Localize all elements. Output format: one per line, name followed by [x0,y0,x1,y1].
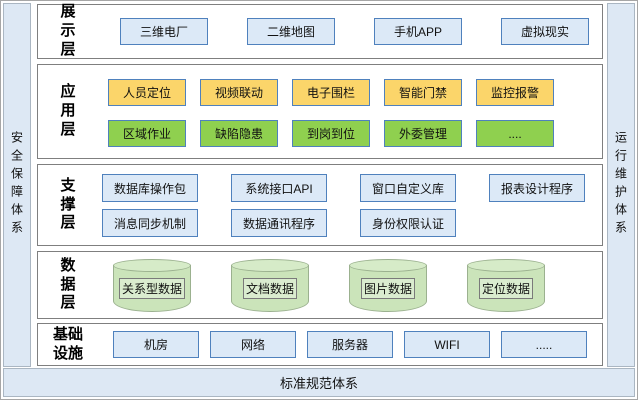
module-box: 虚拟现实 [501,18,589,45]
module-row: 区域作业缺陷隐患到岗到位外委管理.... [108,120,602,147]
module-box: 外委管理 [384,120,462,147]
module-box: 数据通讯程序 [231,209,327,237]
database-cylinder: 关系型数据 [113,259,191,312]
database-cylinder: 图片数据 [349,259,427,312]
right-pillar-operations-system: 运行维护体系 [607,3,635,367]
module-box: 消息同步机制 [102,209,198,237]
layer-label-support: 支 撑 层 [60,176,76,232]
layer-content-application: 人员定位视频联动电子围栏智能门禁监控报警区域作业缺陷隐患到岗到位外委管理.... [98,65,602,158]
bottom-bar-standards-system: 标准规范体系 [3,368,635,397]
layer-content-data: 关系型数据 文档数据 图片数据 定位数据 [98,252,602,318]
left-pillar-label: 安全保障体系 [9,131,24,239]
module-box: 服务器 [307,331,393,358]
module-box: ..... [501,331,587,358]
module-box: 报表设计程序 [489,174,585,202]
layer-content-presentation: 三维电厂 二维地图 手机APP 虚拟现实 [98,5,602,58]
layer-label-application: 应 用 层 [60,83,76,138]
bottom-bar-label: 标准规范体系 [279,376,358,391]
layer-panel-support: 支 撑 层 数据库操作包 系统接口API 窗口自定义库 报表设计程序消息同步机制 数据通… [37,164,603,246]
module-box: 机房 [113,331,199,358]
module-box: 监控报警 [476,79,554,106]
database-cylinder: 定位数据 [467,259,545,312]
module-box: 数据库操作包 [102,174,198,202]
module-row: 机房网络服务器 WIFI..... [113,331,602,358]
module-box: 缺陷隐患 [200,120,278,147]
module-box: 视频联动 [200,79,278,106]
module-box: 手机APP [374,18,462,45]
layer-content-infrastructure: 机房网络服务器 WIFI..... [98,324,602,365]
cylinder-label: 图片数据 [360,278,415,299]
layer-panel-application: 应 用 层 人员定位视频联动电子围栏智能门禁监控报警区域作业缺陷隐患到岗到位外委… [37,64,603,159]
module-box: 电子围栏 [292,79,370,106]
module-box: 网络 [210,331,296,358]
module-row: 关系型数据 文档数据 图片数据 定位数据 [113,259,602,312]
module-row: 消息同步机制 数据通讯程序 身份权限认证 [102,209,602,237]
module-box: 到岗到位 [292,120,370,147]
database-cylinder: 文档数据 [231,259,309,312]
cylinder-label: 关系型数据 [118,278,185,299]
module-box: 窗口自定义库 [360,174,456,202]
module-row: 人员定位视频联动电子围栏智能门禁监控报警 [108,79,602,106]
cylinder-label: 文档数据 [242,278,297,299]
module-row: 数据库操作包 系统接口API 窗口自定义库 报表设计程序 [102,174,602,202]
module-box: 系统接口API [231,174,327,202]
left-pillar-security-system: 安全保障体系 [3,3,31,367]
module-box: WIFI [404,331,490,358]
layer-content-support: 数据库操作包 系统接口API 窗口自定义库 报表设计程序消息同步机制 数据通讯程序 身份权… [98,165,602,245]
module-box: 智能门禁 [384,79,462,106]
module-box: 人员定位 [108,79,186,106]
layer-panel-infrastructure: 基础 设施 机房网络服务器 WIFI..... [37,323,603,366]
cylinder-label: 定位数据 [478,278,533,299]
module-box: 区域作业 [108,120,186,147]
layer-label-infrastructure: 基础 设施 [52,325,83,362]
layer-panel-presentation: 展 示 层 三维电厂 二维地图 手机APP 虚拟现实 [37,3,603,59]
module-box: 身份权限认证 [360,209,456,237]
layer-label-data: 数 据 层 [60,256,76,312]
right-pillar-label: 运行维护体系 [613,131,628,239]
module-box: 二维地图 [247,18,335,45]
layer-panel-data: 数 据 层 关系型数据 文档数据 图片数据 定位数据 [37,251,603,319]
module-box: 三维电厂 [120,18,208,45]
layer-label-presentation: 展 示 层 [60,3,76,58]
module-box: .... [476,120,554,147]
module-row: 三维电厂 二维地图 手机APP 虚拟现实 [120,18,602,45]
